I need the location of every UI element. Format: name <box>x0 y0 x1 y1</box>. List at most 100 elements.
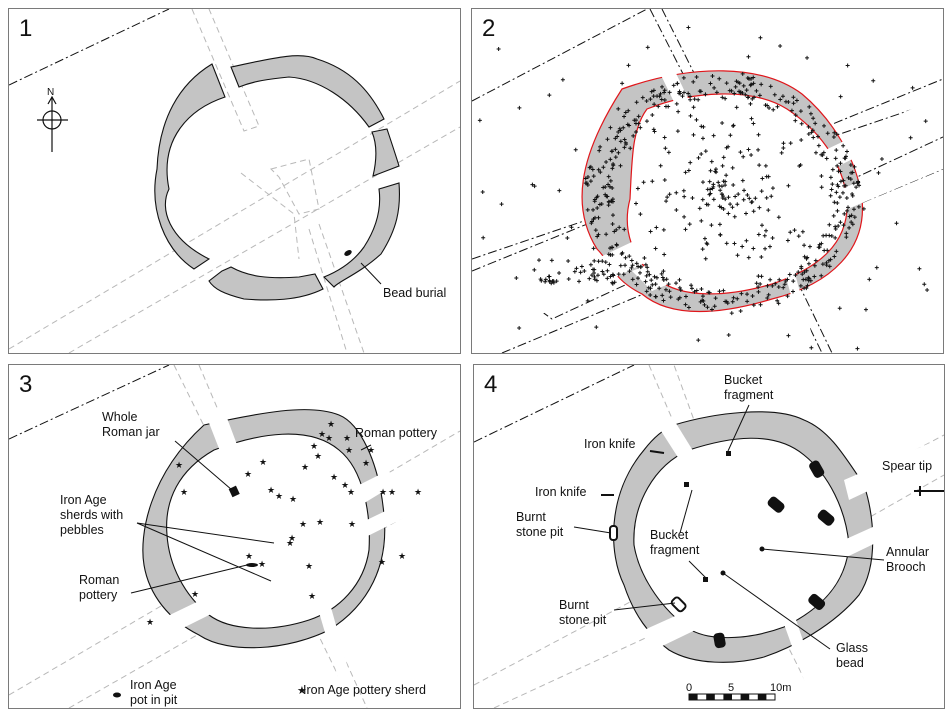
find-cross-icon <box>765 103 770 108</box>
find-cross-icon <box>650 282 655 287</box>
find-cross-icon <box>621 272 626 277</box>
find-cross-icon <box>606 174 611 179</box>
find-cross-icon <box>756 274 761 279</box>
iron-age-sherd-stars: ★★★★★★★★★★★★★★★★★★★★★★★★★★★★★★★★★★★★ <box>146 420 422 628</box>
find-cross-icon <box>595 234 600 239</box>
find-cross-icon <box>765 283 770 288</box>
find-cross-icon <box>751 303 756 308</box>
find-cross-icon <box>595 273 600 278</box>
find-cross-icon <box>720 95 725 100</box>
panel-3-site-plan: ★★★★★★★★★★★★★★★★★★★★★★★★★★★★★★★★★★★★ ★ 3… <box>8 364 461 709</box>
find-cross-icon <box>633 129 638 134</box>
find-cross-icon <box>618 263 623 268</box>
sherd-star-icon: ★ <box>348 520 356 530</box>
find-cross-icon <box>747 76 752 81</box>
find-cross-icon <box>499 202 504 207</box>
find-cross-icon <box>768 277 773 282</box>
find-cross-icon <box>709 223 714 228</box>
find-cross-icon <box>648 292 653 297</box>
find-cross-icon <box>720 196 725 200</box>
find-cross-icon <box>682 194 687 199</box>
find-cross-icon <box>622 114 627 119</box>
find-cross-icon <box>589 219 594 224</box>
trench-cuts <box>644 420 944 708</box>
find-cross-icon <box>592 258 597 263</box>
find-cross-icon <box>661 227 666 232</box>
sherd-star-icon: ★ <box>299 520 307 530</box>
find-cross-icon <box>735 253 740 258</box>
find-cross-icon <box>800 229 805 234</box>
find-cross-icon <box>697 206 702 211</box>
find-cross-icon <box>812 263 817 268</box>
find-cross-icon <box>788 141 793 146</box>
find-cross-icon <box>653 294 658 299</box>
find-cross-icon <box>594 195 599 200</box>
find-cross-icon <box>702 302 707 307</box>
scale-tick-5: 5 <box>728 682 734 694</box>
label-burnt-stone-pit-1: Burnt stone pit <box>516 510 564 539</box>
find-cross-icon <box>770 235 775 240</box>
leader-lines <box>573 404 885 650</box>
find-cross-icon <box>630 277 635 282</box>
find-cross-icon <box>713 296 718 301</box>
find-cross-icon <box>850 193 855 198</box>
sherd-star-icon: ★ <box>310 442 318 452</box>
find-cross-icon <box>847 214 852 219</box>
find-cross-icon <box>707 179 712 184</box>
find-cross-icon <box>740 71 745 76</box>
find-cross-icon <box>717 222 722 227</box>
sherd-star-icon: ★ <box>398 552 406 562</box>
find-cross-icon <box>749 153 754 158</box>
find-cross-icon <box>828 175 833 180</box>
panel-number: 1 <box>19 15 33 42</box>
find-cross-icon <box>751 75 756 80</box>
sherd-star-icon: ★ <box>244 470 252 480</box>
find-cross-icon <box>675 81 680 86</box>
find-cross-icon <box>666 282 671 287</box>
find-cross-icon <box>663 287 668 292</box>
find-cross-icon <box>614 227 619 232</box>
find-cross-icon <box>699 152 704 157</box>
find-cross-icon <box>543 277 548 282</box>
find-cross-icon <box>743 92 748 97</box>
find-cross-icon <box>799 138 804 143</box>
find-cross-icon <box>821 150 826 155</box>
find-cross-icon <box>925 287 930 292</box>
find-cross-icon <box>807 244 812 249</box>
find-cross-icon <box>608 274 613 279</box>
find-cross-icon <box>608 246 613 251</box>
find-cross-icon <box>848 177 853 182</box>
legend-star-icon: ★ <box>297 684 307 697</box>
find-cross-icon <box>707 290 712 295</box>
find-cross-icon <box>667 192 672 197</box>
find-cross-icon <box>776 301 781 306</box>
find-cross-icon <box>796 270 801 275</box>
find-cross-icon <box>908 135 913 140</box>
find-cross-icon <box>688 94 693 99</box>
find-cross-icon <box>606 200 611 205</box>
find-cross-icon <box>841 223 846 228</box>
find-cross-icon <box>588 262 593 267</box>
find-cross-icon <box>772 92 777 97</box>
find-cross-icon <box>802 243 807 248</box>
find-cross-icon <box>838 169 843 174</box>
find-cross-icon <box>622 227 627 232</box>
label-roman-pottery-left: Roman pottery <box>79 573 120 602</box>
find-cross-icon <box>725 301 730 306</box>
find-cross-icon <box>629 258 634 263</box>
find-cross-icon <box>594 278 599 283</box>
find-cross-icon <box>874 265 879 270</box>
find-cross-icon <box>832 254 837 259</box>
find-cross-icon <box>547 93 552 98</box>
find-cross-icon <box>831 213 836 218</box>
find-cross-icon <box>613 136 618 141</box>
find-cross-icon <box>623 263 628 268</box>
find-cross-icon <box>788 230 793 235</box>
find-cross-icon <box>587 276 592 281</box>
find-cross-icon <box>754 281 759 286</box>
find-cross-icon <box>745 299 750 304</box>
find-cross-icon <box>594 325 599 330</box>
find-cross-icon <box>681 90 686 95</box>
find-cross-icon <box>736 192 741 197</box>
find-cross-icon <box>694 288 699 293</box>
